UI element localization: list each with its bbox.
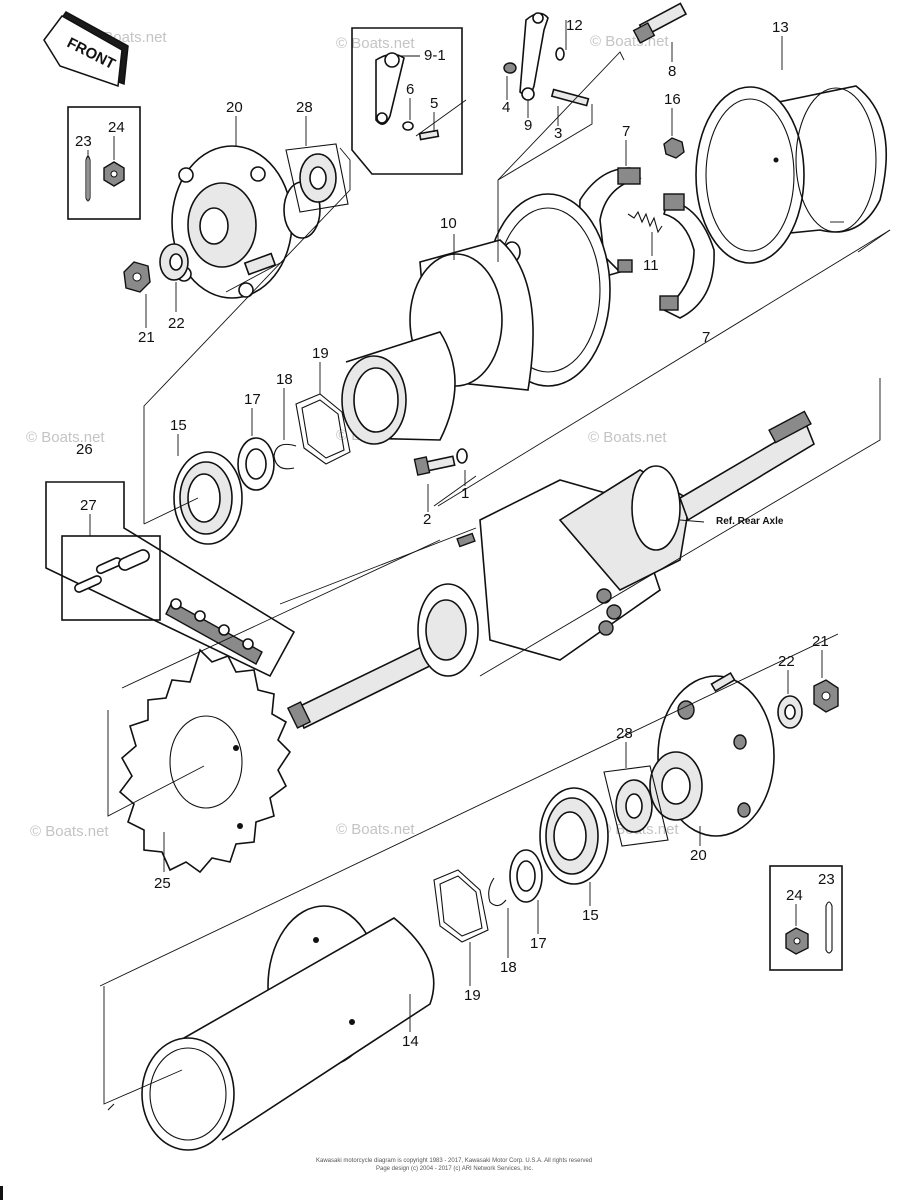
callout-1: 1 — [461, 485, 469, 502]
watermark-text: © Boats.net — [336, 821, 415, 838]
o-ring-19-lower — [433, 869, 489, 943]
callout-10: 10 — [440, 215, 457, 232]
callout-24-upper: 24 — [108, 119, 125, 136]
copyright-line-1: Kawasaki motorcycle diagram is copyright… — [316, 1158, 592, 1164]
circlip-18-lower — [488, 877, 507, 907]
oil-seal-28-upper — [285, 143, 349, 213]
copyright-line-2: Page design (c) 2004 - 2017 (c) ARI Netw… — [376, 1166, 533, 1172]
watermark-text: © Boats.net — [336, 35, 415, 52]
brake-shoe-lower — [659, 193, 715, 319]
callout-11: 11 — [643, 257, 659, 274]
sprocket-25 — [118, 648, 292, 874]
callout-18-lower: 18 — [500, 959, 517, 976]
callout-7-lower: 7 — [702, 329, 710, 346]
callout-23-lower: 23 — [818, 871, 835, 888]
callout-24-lower: 24 — [786, 887, 803, 904]
bearing-15-lower — [539, 787, 609, 885]
edge-mark — [0, 1186, 3, 1200]
callout-25: 25 — [154, 875, 171, 892]
front-arrow-icon: FRONT — [43, 11, 129, 88]
callout-2: 2 — [423, 511, 431, 528]
callout-5: 5 — [430, 95, 438, 112]
callout-21-upper: 21 — [138, 329, 155, 346]
callout-20-lower: 20 — [690, 847, 707, 864]
callout-22-upper: 22 — [168, 315, 185, 332]
callout-28-upper: 28 — [296, 99, 313, 116]
callout-16: 16 — [664, 91, 681, 108]
brake-panel-10 — [341, 193, 611, 445]
cotter-pin-nut-box — [67, 106, 141, 220]
callout-15-lower: 15 — [582, 907, 599, 924]
callout-26: 26 — [76, 441, 93, 458]
camshaft-lever-box — [351, 27, 463, 175]
brake-cam-lever — [503, 12, 590, 107]
callout-20-upper: 20 — [226, 99, 243, 116]
callout-14: 14 — [402, 1033, 419, 1050]
callout-17-lower: 17 — [530, 935, 547, 952]
callout-8: 8 — [668, 63, 676, 80]
callout-22-lower: 22 — [778, 653, 795, 670]
callout-19-upper: 19 — [312, 345, 329, 362]
brake-spring-11 — [627, 210, 663, 234]
ref-rear-axle-label: Ref. Rear Axle — [716, 516, 784, 527]
nut-16 — [663, 137, 685, 159]
callout-4: 4 — [502, 99, 510, 116]
callout-9-1: 9-1 — [424, 47, 446, 64]
spacer-17-upper — [237, 437, 275, 491]
circlip-18-upper — [273, 443, 297, 470]
callout-labels: 1 2 3 4 5 6 7 7 8 9 9-1 10 11 12 13 14 1… — [75, 17, 835, 1050]
nut-21-lower — [813, 679, 839, 713]
cotter-pin-nut-box-lower — [769, 865, 843, 971]
watermark-text: © Boats.net — [588, 429, 667, 446]
rear-axle-assembly — [286, 410, 815, 730]
callout-13: 13 — [772, 19, 789, 36]
collar-22-lower — [777, 695, 803, 729]
watermark-text: © Boats.net — [590, 33, 669, 50]
callout-15-upper: 15 — [170, 417, 187, 434]
watermark-text: © Boats.net — [30, 823, 109, 840]
axle-sleeve-14 — [141, 905, 435, 1151]
reference-lines — [99, 51, 891, 1111]
callout-19-lower: 19 — [464, 987, 481, 1004]
brake-cam-8 — [632, 2, 688, 44]
callout-21-lower: 21 — [812, 633, 829, 650]
callout-6: 6 — [406, 81, 414, 98]
callout-3: 3 — [554, 125, 562, 142]
oil-seal-28-lower — [603, 765, 669, 847]
collar-22-upper — [159, 243, 189, 281]
callout-17-upper: 17 — [244, 391, 261, 408]
callout-28-lower: 28 — [616, 725, 633, 742]
spacer-17-lower — [509, 849, 543, 903]
bearing-15-upper — [173, 451, 243, 545]
callout-23-upper: 23 — [75, 133, 92, 150]
sprocket-hub-upper — [171, 145, 321, 299]
callout-7-upper: 7 — [622, 123, 630, 140]
watermark-text: © Boats.net — [26, 429, 105, 446]
callout-9: 9 — [524, 117, 532, 134]
bolt-2-washer-1 — [413, 448, 468, 476]
sprocket-hub-lower — [649, 671, 775, 837]
nut-21-upper — [123, 261, 151, 293]
callout-27: 27 — [80, 497, 97, 514]
chain-box — [45, 481, 296, 678]
brake-drum-13 — [695, 85, 888, 264]
callout-18-upper: 18 — [276, 371, 293, 388]
callout-12: 12 — [566, 17, 583, 34]
